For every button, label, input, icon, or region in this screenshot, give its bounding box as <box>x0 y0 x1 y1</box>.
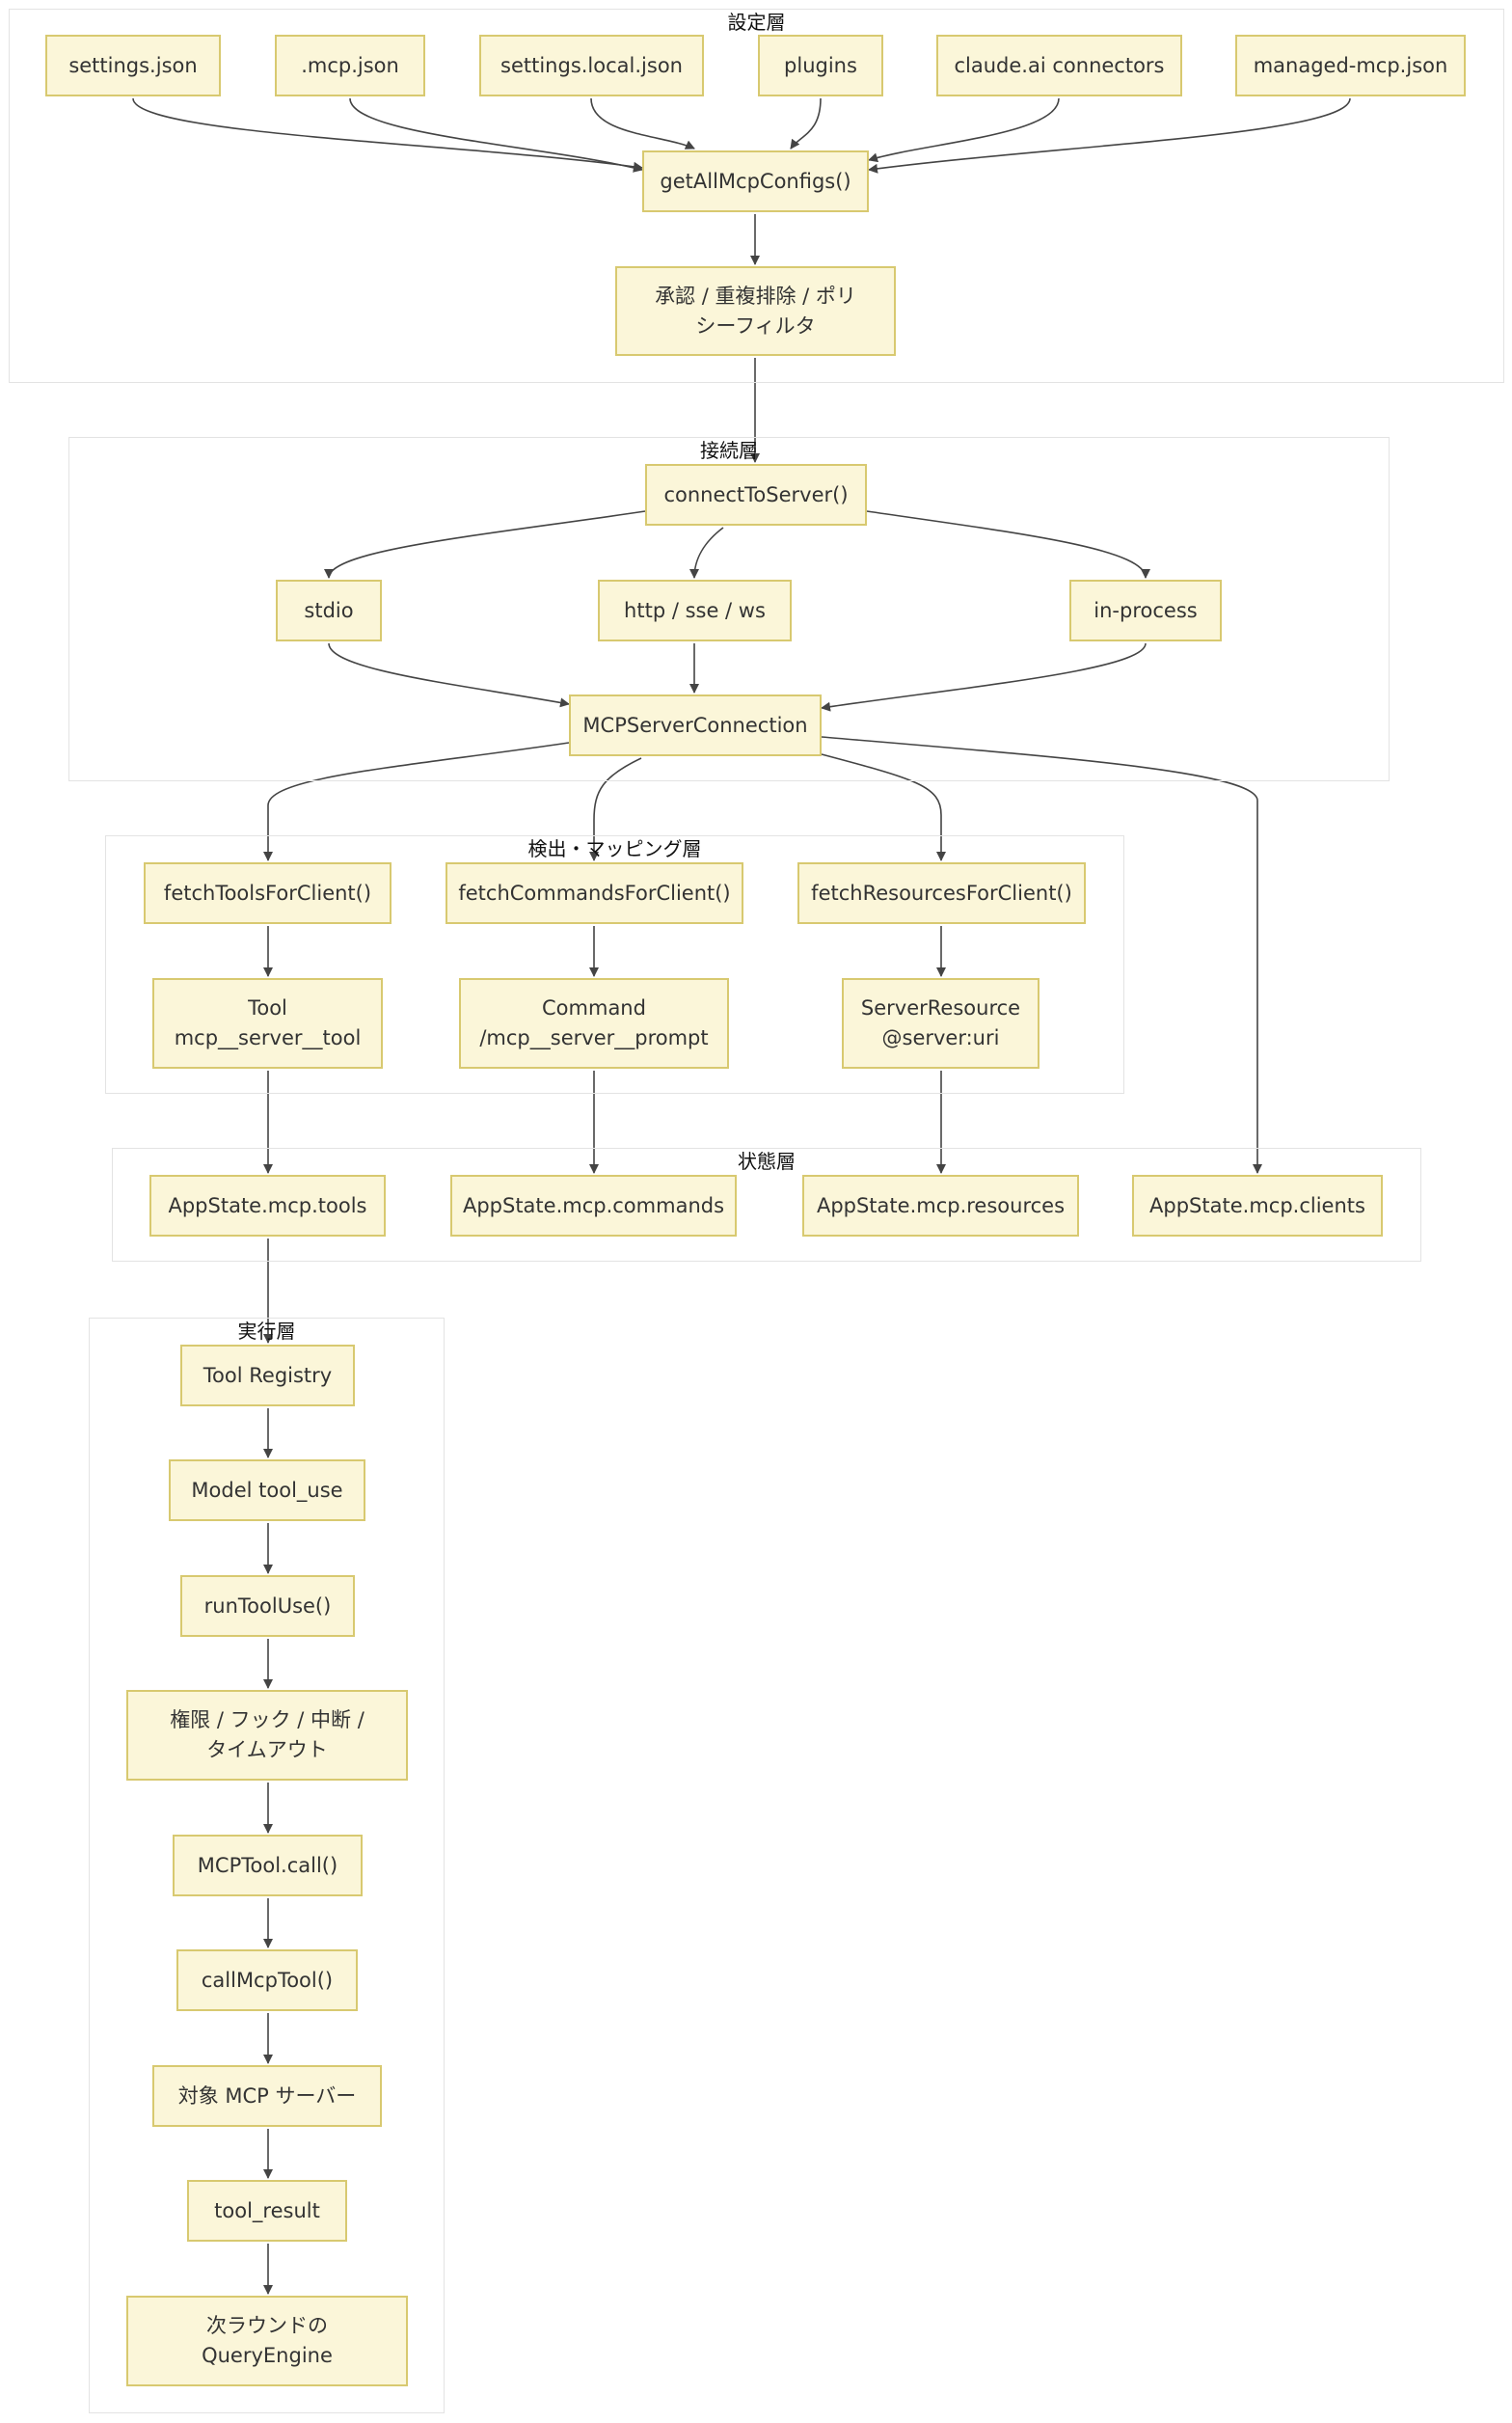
edge-mcp-conn-to-state-clients <box>821 736 1262 1174</box>
node-fetch-tools-for-client: fetchToolsForClient() <box>144 862 392 924</box>
node-target-mcp-server: 対象 MCP サーバー <box>152 2065 382 2127</box>
edge-mcp-conn-to-fetch-tools <box>263 742 570 861</box>
node-permission-hook-abort-timeout: 権限 / フック / 中断 / タイムアウト <box>126 1690 408 1781</box>
node-command: Command /mcp__server__prompt <box>459 978 729 1069</box>
node-settings-local-json: settings.local.json <box>479 35 704 96</box>
group-discover: 検出・マッピング層 <box>105 835 1124 1094</box>
node-appstate-mcp-tools: AppState.mcp.tools <box>149 1175 386 1237</box>
node-get-all-mcp-configs: getAllMcpConfigs() <box>642 150 869 212</box>
node-claude-ai-connectors: claude.ai connectors <box>936 35 1182 96</box>
node-in-process: in-process <box>1069 580 1222 641</box>
edge-connect-to-stdio <box>324 510 646 579</box>
group-config-label: 設定層 <box>727 11 786 34</box>
group-exec: 実行層 <box>89 1318 445 2413</box>
node-stdio: stdio <box>276 580 382 641</box>
node-fetch-resources-for-client: fetchResourcesForClient() <box>797 862 1086 924</box>
edge-plugins-to-get-all <box>790 97 822 150</box>
node-managed-mcp-json: managed-mcp.json <box>1235 35 1466 96</box>
node-settings-json: settings.json <box>45 35 221 96</box>
edge-settings-local-to-get-all <box>590 97 695 150</box>
node-approve-dedupe-policy: 承認 / 重複排除 / ポリ シーフィルタ <box>615 266 896 356</box>
group-config: 設定層 <box>9 9 1504 383</box>
node-plugins: plugins <box>758 35 883 96</box>
edge-mcp-conn-to-fetch-res <box>821 753 946 861</box>
edge-connect-to-inproc <box>866 510 1150 579</box>
group-exec-label: 実行層 <box>237 1320 296 1343</box>
node-model-tool-use: Model tool_use <box>169 1459 365 1521</box>
node-appstate-mcp-resources: AppState.mcp.resources <box>802 1175 1079 1237</box>
group-connect: 接続層 <box>68 437 1390 781</box>
node-server-resource: ServerResource @server:uri <box>842 978 1040 1069</box>
node-tool-registry: Tool Registry <box>180 1345 355 1406</box>
node-run-tool-use: runToolUse() <box>180 1575 355 1637</box>
edge-mcp-json-to-get-all <box>349 97 643 173</box>
edge-settings-json-to-get-all <box>132 97 643 172</box>
node-mcp-tool-call: MCPTool.call() <box>173 1835 363 1896</box>
node-appstate-mcp-clients: AppState.mcp.clients <box>1132 1175 1383 1237</box>
group-connect-label: 接続層 <box>700 439 758 462</box>
group-state: 状態層 <box>112 1148 1421 1262</box>
edge-mcp-conn-to-fetch-cmds <box>589 757 642 861</box>
node-fetch-commands-for-client: fetchCommandsForClient() <box>446 862 743 924</box>
edge-claude-ai-to-get-all <box>868 97 1060 163</box>
edge-connect-to-http <box>689 527 724 579</box>
node-tool: Tool mcp__server__tool <box>152 978 383 1069</box>
group-discover-label: 検出・マッピング層 <box>527 837 702 860</box>
edge-stdio-to-mcp-conn <box>328 642 570 708</box>
node-http-sse-ws: http / sse / ws <box>598 580 792 641</box>
node-mcp-json: .mcp.json <box>275 35 425 96</box>
node-call-mcp-tool: callMcpTool() <box>176 1949 358 2011</box>
group-state-label: 状態層 <box>738 1150 796 1173</box>
node-appstate-mcp-commands: AppState.mcp.commands <box>450 1175 737 1237</box>
node-next-round-query-engine: 次ラウンドの QueryEngine <box>126 2296 408 2386</box>
node-tool-result: tool_result <box>187 2180 347 2242</box>
edge-managed-mcp-to-get-all <box>868 97 1351 174</box>
node-mcp-server-connection: MCPServerConnection <box>569 694 822 756</box>
node-connect-to-server: connectToServer() <box>645 464 867 526</box>
edge-inproc-to-mcp-conn <box>821 642 1147 712</box>
